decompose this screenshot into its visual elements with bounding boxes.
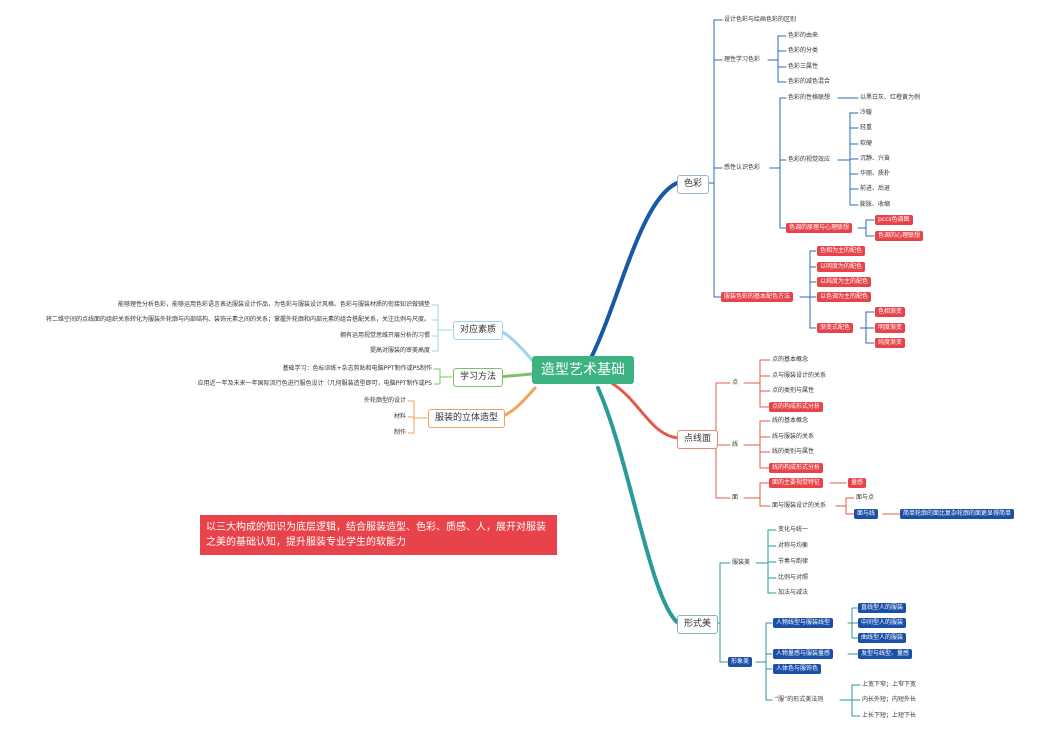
- node-method-item[interactable]: 基础学习：色标训练+杂志剪贴和电脑PPT制作或PS制作: [282, 365, 432, 372]
- node-figure-a-item[interactable]: 中间型人的服装: [858, 618, 907, 628]
- node-rational-item[interactable]: 色彩的减色混合: [788, 78, 831, 85]
- node-figure-d-item[interactable]: 上宽下窄；上窄下宽: [862, 681, 917, 688]
- node-rational-item[interactable]: 色彩的由来: [788, 32, 819, 39]
- node-rational-item[interactable]: 色彩的分类: [788, 47, 819, 54]
- node-color-diff[interactable]: 设计色彩与绘画色彩的区别: [724, 16, 797, 23]
- node-visual-item[interactable]: 轻重: [860, 124, 873, 131]
- root-node[interactable]: 造型艺术基础: [532, 356, 634, 384]
- node-quality-item[interactable]: 将二维空间的点线面的组织关系转化为服装外轮廓与内部结构、装饰元素之间的关系；掌握…: [45, 316, 430, 323]
- node-psych-item[interactable]: 色调的心理联想: [875, 231, 924, 241]
- node-visual-item[interactable]: 膨胀、收缩: [860, 201, 891, 208]
- node-dot[interactable]: 点: [732, 379, 739, 386]
- node-scheme-item[interactable]: 以明度为的配色: [817, 262, 866, 272]
- node-figure-a-item[interactable]: 直线型人的服装: [858, 603, 907, 613]
- node-figure-d-item[interactable]: 内长外短；内短外长: [862, 696, 917, 703]
- node-dotline[interactable]: 点线面: [677, 430, 719, 449]
- summary-note: 以三大构成的知识为底层逻辑，结合服装造型、色彩、质感、人，展开对服装之美的基础认…: [200, 515, 557, 555]
- node-quality-item[interactable]: 拥有运用视觉思维开展分析的习惯: [339, 332, 430, 339]
- node-gradient-item[interactable]: 纯度渐变: [875, 338, 906, 348]
- node-gradient-item[interactable]: 色相渐变: [875, 307, 906, 317]
- node-dot-item[interactable]: 点的基本概念: [772, 356, 809, 363]
- node-quality-item[interactable]: 提高对服装的审美高度: [369, 347, 430, 354]
- node-plane[interactable]: 面: [732, 494, 739, 501]
- node-visual-item[interactable]: 沉静、兴奋: [860, 155, 891, 162]
- node-line-item[interactable]: 线的类别与属性: [772, 448, 815, 455]
- node-scheme-item[interactable]: 以色调为主的配色: [817, 292, 872, 302]
- node-plane-relation[interactable]: 面与服装设计的关系: [772, 502, 827, 509]
- node-figure-d[interactable]: “服”的形式美法则: [775, 696, 824, 703]
- node-line[interactable]: 线: [732, 441, 739, 448]
- node-dot-item[interactable]: 点的类别与属性: [772, 387, 815, 394]
- node-psych-item[interactable]: pccs色调图: [875, 215, 913, 225]
- node-plane-feature-child[interactable]: 量感: [848, 478, 867, 488]
- node-scheme[interactable]: 服装色彩的基本配色方法: [721, 292, 794, 302]
- node-visual-item[interactable]: 华丽、质朴: [860, 170, 891, 177]
- node-dot-item[interactable]: 点的构成形式分析: [769, 402, 824, 412]
- node-figure-b[interactable]: 人物量感与服装量感: [773, 649, 834, 659]
- node-plane-rel-item[interactable]: 面与线: [854, 509, 879, 519]
- node-clothing-item[interactable]: 比例与对照: [778, 574, 809, 581]
- node-plane-line-child[interactable]: 简单轮廓的面比复杂轮廓的面更显得简单: [900, 509, 1015, 519]
- node-visual-item[interactable]: 软硬: [860, 140, 873, 147]
- node-gradient-item[interactable]: 明度渐变: [875, 323, 906, 333]
- node-visual[interactable]: 色彩的视觉效应: [788, 156, 831, 163]
- node-gradient[interactable]: 渐变式配色: [817, 323, 854, 333]
- node-dot-item[interactable]: 点与服装设计的关系: [772, 372, 827, 379]
- node-clothing-item[interactable]: 变化与统一: [778, 526, 809, 533]
- node-form[interactable]: 形式美: [677, 615, 719, 634]
- node-psych[interactable]: 色调的原理与心理联想: [786, 223, 853, 233]
- node-line-item[interactable]: 线的构成形式分析: [769, 463, 824, 473]
- node-plane-rel-item[interactable]: 面与点: [856, 494, 875, 501]
- node-color[interactable]: 色彩: [677, 175, 710, 194]
- node-clothing-item[interactable]: 节奏与韵律: [778, 558, 809, 565]
- node-quality[interactable]: 对应素质: [453, 321, 504, 340]
- node-quality-item[interactable]: 能够理性分析色彩，能够运用色彩语言表达服装设计作品，为色彩与服装设计风格、色彩与…: [117, 301, 430, 308]
- node-line-item[interactable]: 线的基本概念: [772, 417, 809, 424]
- node-character-note[interactable]: 以黑白灰、红橙黄为例: [860, 94, 921, 101]
- node-line-item[interactable]: 线与服装的关系: [772, 433, 815, 440]
- node-figure-a-item[interactable]: 曲线型人的服装: [858, 633, 907, 643]
- node-figure-b-item[interactable]: 发型与线型、量感: [858, 649, 913, 659]
- node-character[interactable]: 色彩的性格联想: [788, 94, 831, 101]
- node-3d-item[interactable]: 材料: [393, 413, 406, 420]
- node-rational-item[interactable]: 色彩三属性: [788, 63, 819, 70]
- node-figure[interactable]: 形象美: [728, 657, 753, 667]
- node-plane-feature[interactable]: 面的主要视觉特征: [769, 478, 824, 488]
- node-rational[interactable]: 理性学习色彩: [724, 56, 761, 63]
- node-figure-d-item[interactable]: 上长下短；上短下长: [862, 712, 917, 719]
- node-clothing-item[interactable]: 对称与均衡: [778, 542, 809, 549]
- node-figure-a[interactable]: 人物线型与服装线型: [773, 618, 834, 628]
- node-clothing-item[interactable]: 加法与减法: [778, 589, 809, 596]
- node-method[interactable]: 学习方法: [453, 368, 504, 387]
- node-method-item[interactable]: 应用近一年及未来一年国际流行色进行服色设计（几何服装造型即可，电脑PPT制作或P…: [197, 380, 432, 387]
- node-visual-item[interactable]: 前进、后退: [860, 185, 891, 192]
- node-perceptual[interactable]: 感性认识色彩: [724, 164, 761, 171]
- node-scheme-item[interactable]: 以纯度为主的配色: [817, 277, 872, 287]
- node-3d-item[interactable]: 外轮廓型的设计: [363, 397, 406, 404]
- node-figure-c[interactable]: 人体色与服饰色: [773, 664, 822, 674]
- node-clothing[interactable]: 服装美: [732, 559, 751, 566]
- node-visual-item[interactable]: 冷暖: [860, 109, 873, 116]
- node-3d[interactable]: 服装的立体造型: [428, 409, 506, 428]
- node-scheme-item[interactable]: 色相为主的配色: [817, 246, 866, 256]
- node-3d-item[interactable]: 制作: [393, 429, 406, 436]
